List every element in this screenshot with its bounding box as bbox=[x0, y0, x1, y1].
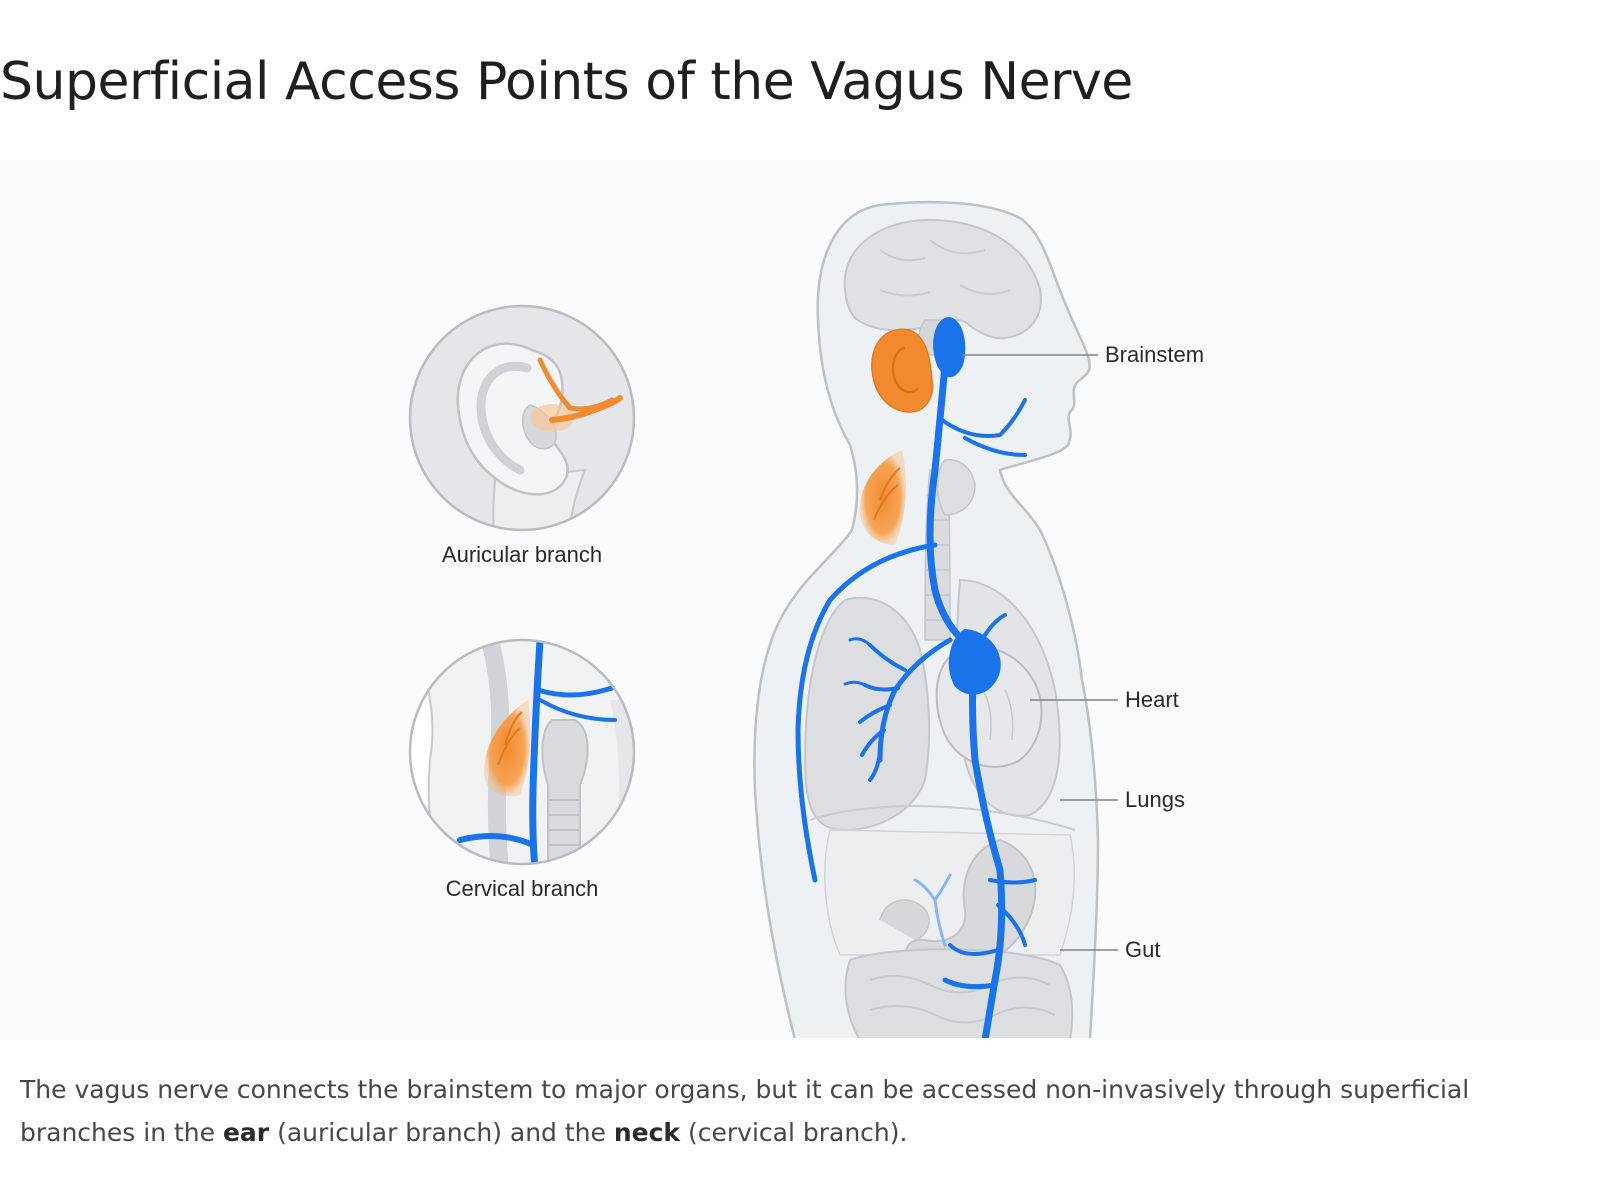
auricular-branch-label: Auricular branch bbox=[442, 542, 602, 567]
cervical-branch-label: Cervical branch bbox=[446, 876, 599, 901]
figure-caption: The vagus nerve connects the brainstem t… bbox=[20, 1068, 1580, 1154]
caption-ear-emphasis: ear bbox=[222, 1118, 270, 1147]
caption-text-1: The vagus nerve connects the brainstem t… bbox=[20, 1075, 1470, 1147]
gut-label: Gut bbox=[1125, 937, 1160, 962]
vagus-nerve bbox=[795, 317, 1037, 1038]
caption-neck-emphasis: neck bbox=[613, 1118, 681, 1147]
caption-text-3: (cervical branch). bbox=[680, 1118, 908, 1147]
brainstem-label: Brainstem bbox=[1105, 342, 1204, 367]
page-title: Superficial Access Points of the Vagus N… bbox=[0, 52, 1133, 112]
auricular-branch-inset: Auricular branch bbox=[408, 304, 636, 567]
caption-text-2: (auricular branch) and the bbox=[269, 1118, 614, 1147]
vagus-nerve-diagram: Auricular branch bbox=[0, 150, 1600, 1040]
torso-illustration bbox=[753, 200, 1118, 1038]
lungs-label: Lungs bbox=[1125, 787, 1185, 812]
heart-label: Heart bbox=[1125, 687, 1179, 712]
label-leaders bbox=[962, 354, 1118, 951]
